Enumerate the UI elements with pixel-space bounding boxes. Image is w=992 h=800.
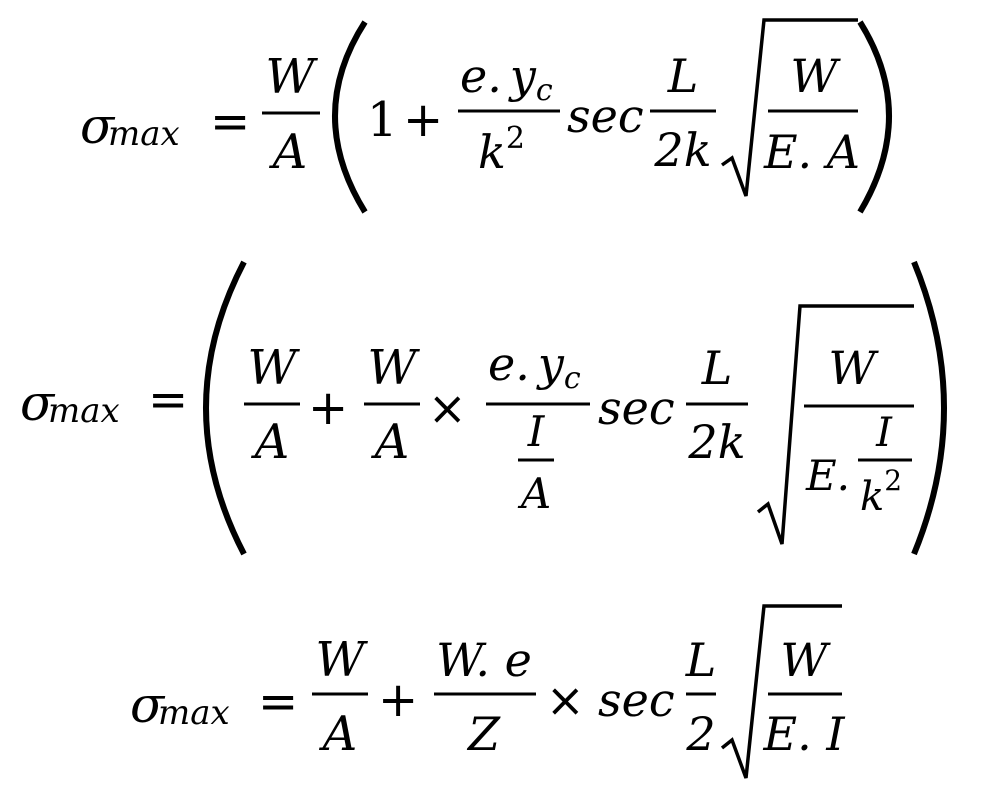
eq2-sigma: σ <box>20 374 56 432</box>
eq3-frac2-denominator: Z <box>466 707 501 761</box>
eq3-frac1-denominator: A <box>319 706 358 762</box>
eq2-plus: + <box>308 380 348 436</box>
eq2-radical-sign <box>756 304 914 545</box>
eq3-plus: + <box>378 672 418 728</box>
eq1-frac2-numerator: e.yc <box>460 49 553 108</box>
eq2-times: × <box>428 381 467 435</box>
eq2-sigma-subscript: max <box>48 391 120 431</box>
eq3-frac3-denominator: 2 <box>685 707 715 761</box>
eq1-frac3-denominator: 2k <box>653 123 711 177</box>
eq2-left-paren <box>203 260 247 556</box>
eq1-equals: = <box>210 94 250 150</box>
eq1-frac1-denominator: A <box>269 124 308 180</box>
eq3-times: × <box>546 673 585 727</box>
eq3-equals: = <box>258 674 298 730</box>
eq3-radical-sign <box>720 604 842 779</box>
eq3-frac3-numerator: L <box>685 633 717 687</box>
eq1-left-paren <box>332 20 368 214</box>
equation-3: σ max = W A + W. e Z × sec L 2 W E. I <box>130 604 846 779</box>
eq2-frac3-numerator: e.yc <box>488 337 581 396</box>
eq2-radical-den-denominator: k2 <box>860 464 902 520</box>
eq3-sec: sec <box>598 673 675 727</box>
eq2-frac2-numerator: W <box>367 340 420 396</box>
eq1-frac2-denominator: k2 <box>478 121 525 179</box>
eq2-frac3-inner-denominator: A <box>517 469 551 518</box>
equation-2: σ max = W A + W A × e.yc I A sec L 2k W … <box>20 260 947 556</box>
eq3-radical-numerator: W <box>780 633 831 687</box>
eq2-frac4-denominator: 2k <box>687 415 745 469</box>
eq1-sec: sec <box>567 89 644 143</box>
eq2-equals: = <box>148 372 188 428</box>
equation-1: σ max = W A 1 + e.yc k2 sec L 2k W E. A <box>80 18 892 214</box>
eq2-radical-den-numerator: I <box>875 410 893 456</box>
eq2-frac4-numerator: L <box>701 341 733 395</box>
eq1-sigma-subscript: max <box>108 114 180 154</box>
eq3-frac1-numerator: W <box>315 632 368 688</box>
eq1-radical-denominator: E. A <box>763 125 860 179</box>
eq1-frac3-numerator: L <box>667 49 699 103</box>
eq1-radical-sign <box>720 18 858 197</box>
eq3-sigma-subscript: max <box>158 693 230 733</box>
eq2-sec: sec <box>598 381 675 435</box>
eq2-radical-den-prefix: E. <box>805 451 850 500</box>
eq2-frac1-denominator: A <box>251 414 290 470</box>
eq1-one: 1 <box>367 92 398 148</box>
eq3-radical-denominator: E. I <box>763 707 846 761</box>
eq2-frac2-denominator: A <box>371 414 410 470</box>
eq2-right-paren <box>911 260 947 556</box>
eq1-sigma: σ <box>80 97 116 155</box>
eq1-radical-numerator: W <box>790 49 841 103</box>
eq1-frac1-numerator: W <box>265 49 318 105</box>
eq3-frac2-numerator: W. e <box>436 633 532 687</box>
eq1-plus: + <box>403 92 443 148</box>
eq2-frac3-inner-numerator: I <box>527 407 546 456</box>
eq3-sigma: σ <box>130 676 166 734</box>
eq1-right-paren <box>857 20 892 214</box>
eq2-radical-numerator: W <box>828 341 879 395</box>
eq2-frac1-numerator: W <box>247 340 300 396</box>
